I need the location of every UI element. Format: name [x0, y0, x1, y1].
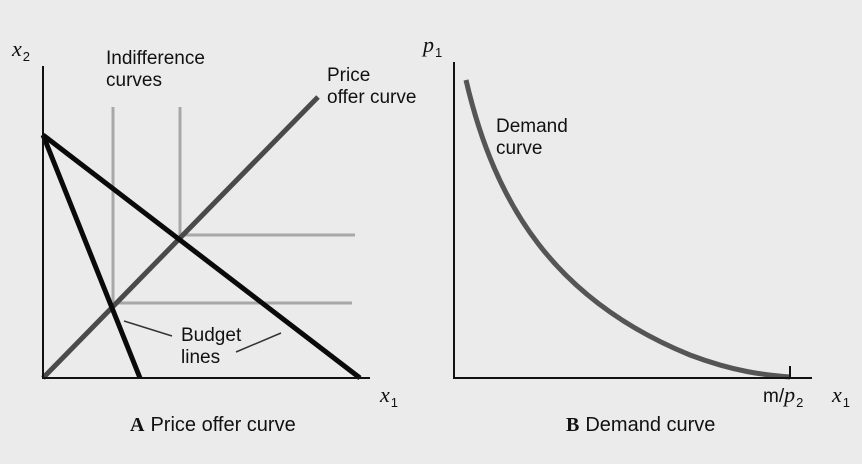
budget-pointer-1	[123, 320, 173, 337]
budget-line-flat	[41, 133, 362, 380]
price-offer-curve-label: Price offer curve	[327, 65, 417, 108]
panel-b	[453, 62, 812, 380]
axes-b	[453, 62, 812, 379]
axes-a	[42, 66, 370, 379]
budget-lines-label: Budget lines	[181, 325, 242, 368]
demand-curve-label: Demand curve	[496, 116, 568, 159]
demand-curve	[463, 79, 791, 380]
tick-label-m-over-p2: m/p2	[763, 382, 804, 411]
budget-pointer-2	[235, 332, 282, 353]
y-axis-label-b: p1	[423, 32, 443, 61]
indifference-curve-1	[111, 107, 352, 305]
y-axis-label-a: x2	[12, 36, 30, 65]
indifference-curves-label: Indifference curves	[106, 48, 205, 91]
x-axis-label-a: x1	[380, 382, 398, 411]
panel-a	[40, 66, 370, 380]
budget-line-steep	[40, 134, 143, 379]
x-axis-label-b: x1	[832, 382, 850, 411]
indifference-curve-2	[178, 107, 355, 237]
